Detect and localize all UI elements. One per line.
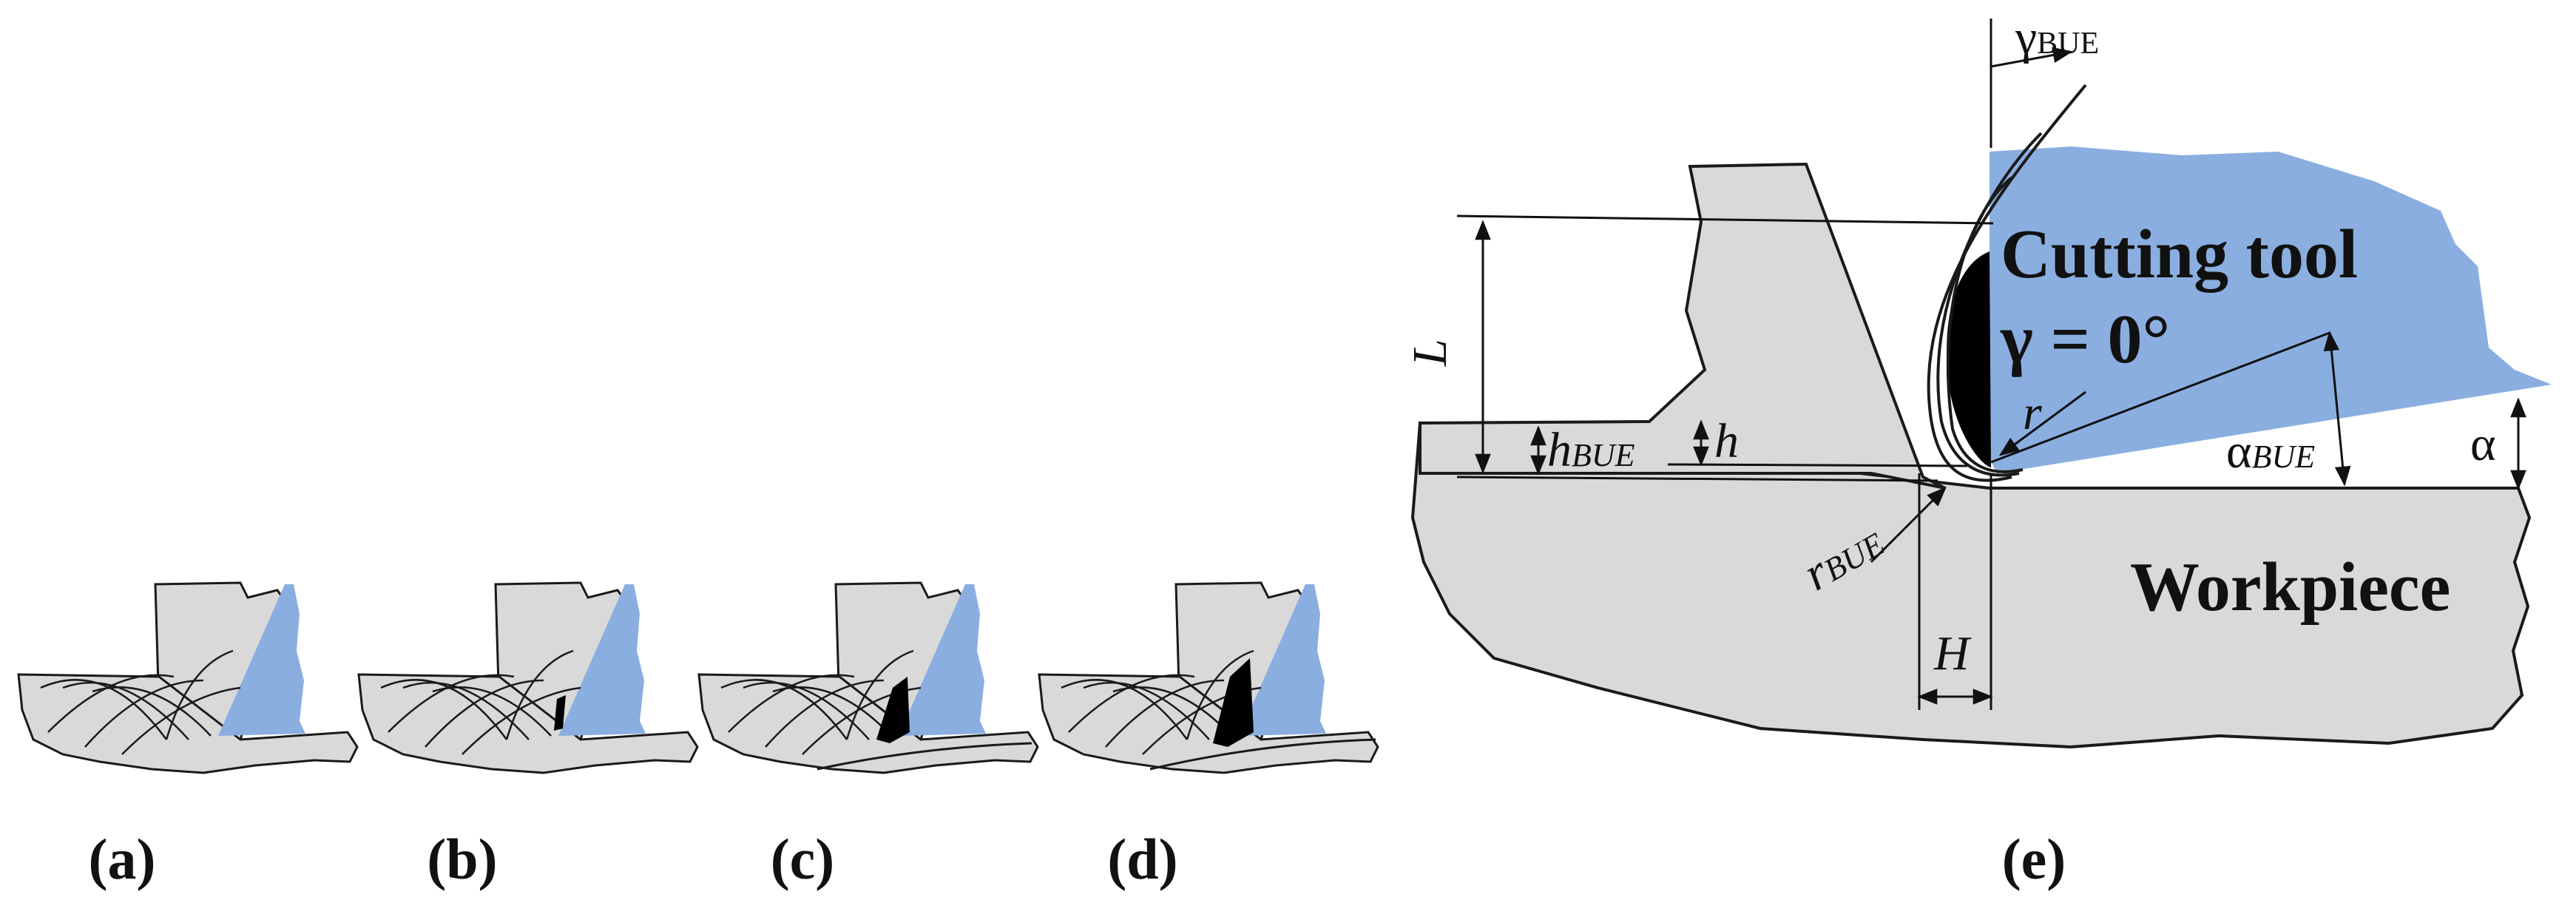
- workpiece-label: Workpiece: [2130, 549, 2450, 626]
- dim-h-bue-sub: BUE: [1572, 437, 1635, 473]
- tool-title: Cutting tool: [2001, 216, 2358, 293]
- panel-label-b: (b): [427, 827, 497, 891]
- bue-small: [1213, 658, 1254, 747]
- dim-alpha-bue-main: α: [2226, 425, 2252, 478]
- chip-flow-lines: [1927, 84, 2087, 482]
- dim-alpha-bue-sub: BUE: [2252, 439, 2316, 475]
- dim-h-bue-main: h: [1547, 423, 1572, 477]
- chip-large: [1419, 162, 1946, 490]
- panel-label-a: (a): [89, 827, 156, 891]
- dim-h: h: [1714, 414, 1739, 468]
- panel-label-c: (c): [771, 827, 835, 891]
- panel-c: [697, 581, 1039, 774]
- chip-flow: [1149, 738, 1376, 771]
- dimension-lines: [1456, 18, 2526, 710]
- panel-d: [1038, 581, 1379, 774]
- dim-alpha: α: [2470, 417, 2496, 471]
- dim-H: H: [1933, 626, 1972, 680]
- cutting-tool: [1990, 146, 2552, 473]
- dim-h-bue: hBUE: [1547, 423, 1635, 477]
- dim-alpha-bue: αBUE: [2226, 425, 2315, 478]
- chip-flow: [817, 742, 1032, 771]
- rake-angle: γ = 0°: [2000, 301, 2170, 378]
- dim-gamma-bue-main: γ: [2015, 10, 2037, 64]
- dim-r: r: [2023, 386, 2042, 440]
- dim-L: L: [1403, 339, 1457, 367]
- dim-gamma-bue: γBUE: [2015, 10, 2099, 64]
- panel-b: [357, 581, 699, 774]
- bue-small: [876, 677, 910, 743]
- panel-a: [17, 581, 359, 774]
- built-up-edge: [1947, 251, 1991, 467]
- bue-small: [554, 695, 566, 731]
- panel-label-d: (d): [1107, 827, 1177, 891]
- dim-gamma-bue-sub: BUE: [2037, 27, 2099, 61]
- panel-label-e: (e): [2002, 827, 2066, 891]
- workpiece-large: [1410, 421, 2532, 749]
- panel-e: Cutting tool γ = 0° Workpiece L hBUE h r…: [1403, 10, 2552, 749]
